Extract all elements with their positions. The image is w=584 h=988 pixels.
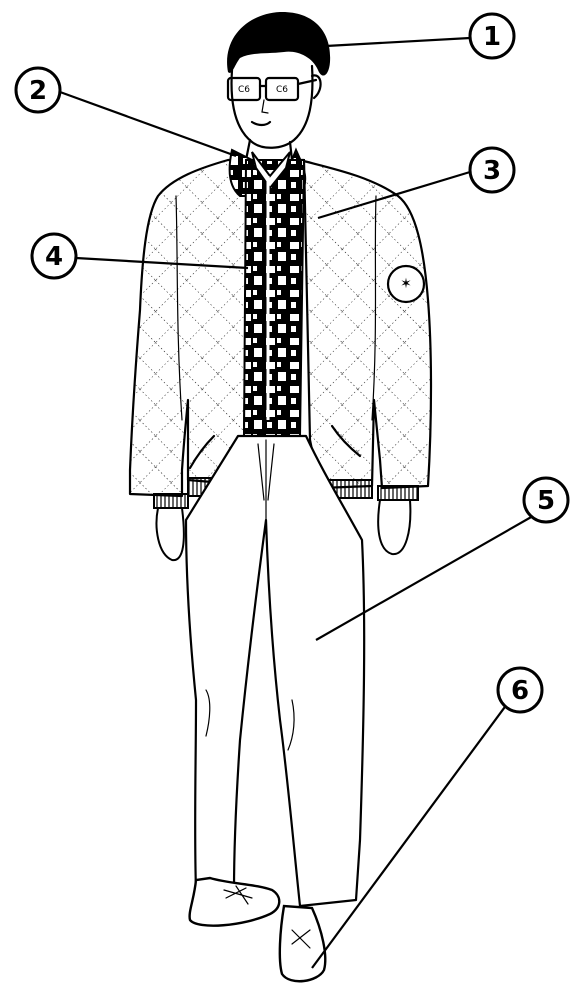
- callout-5-label: 5: [537, 486, 555, 516]
- callout-1: 1: [470, 14, 514, 58]
- trousers: [186, 436, 364, 906]
- callout-6-label: 6: [511, 676, 529, 706]
- scarf: [244, 152, 304, 436]
- leader-2: [60, 92, 236, 156]
- callout-3: 3: [470, 148, 514, 192]
- glasses-icon: C6 C6: [228, 78, 316, 100]
- jacket-cuff-left: [154, 494, 188, 508]
- callout-4-label: 4: [45, 242, 63, 272]
- shoe-right: [280, 906, 325, 981]
- callout-5: 5: [524, 478, 568, 522]
- svg-text:✶: ✶: [400, 276, 412, 292]
- callout-2-label: 2: [29, 76, 47, 106]
- callout-2: 2: [16, 68, 60, 112]
- jacket-body-right: [300, 160, 431, 488]
- arm-patch-icon: ✶: [388, 266, 424, 302]
- leader-1: [326, 38, 470, 46]
- callout-4: 4: [32, 234, 76, 278]
- callout-6: 6: [498, 668, 542, 712]
- callout-3-label: 3: [483, 156, 501, 186]
- glasses-lens-left-text: C6: [238, 85, 250, 95]
- hair: [227, 12, 330, 76]
- jacket-cuff-right: [378, 486, 418, 500]
- shoe-left: [190, 878, 280, 926]
- trousers-outline: [186, 436, 364, 906]
- callout-1-label: 1: [483, 22, 501, 52]
- jacket-body: [130, 160, 248, 496]
- glasses-lens-right-text: C6: [276, 85, 288, 95]
- head: C6 C6: [227, 12, 330, 160]
